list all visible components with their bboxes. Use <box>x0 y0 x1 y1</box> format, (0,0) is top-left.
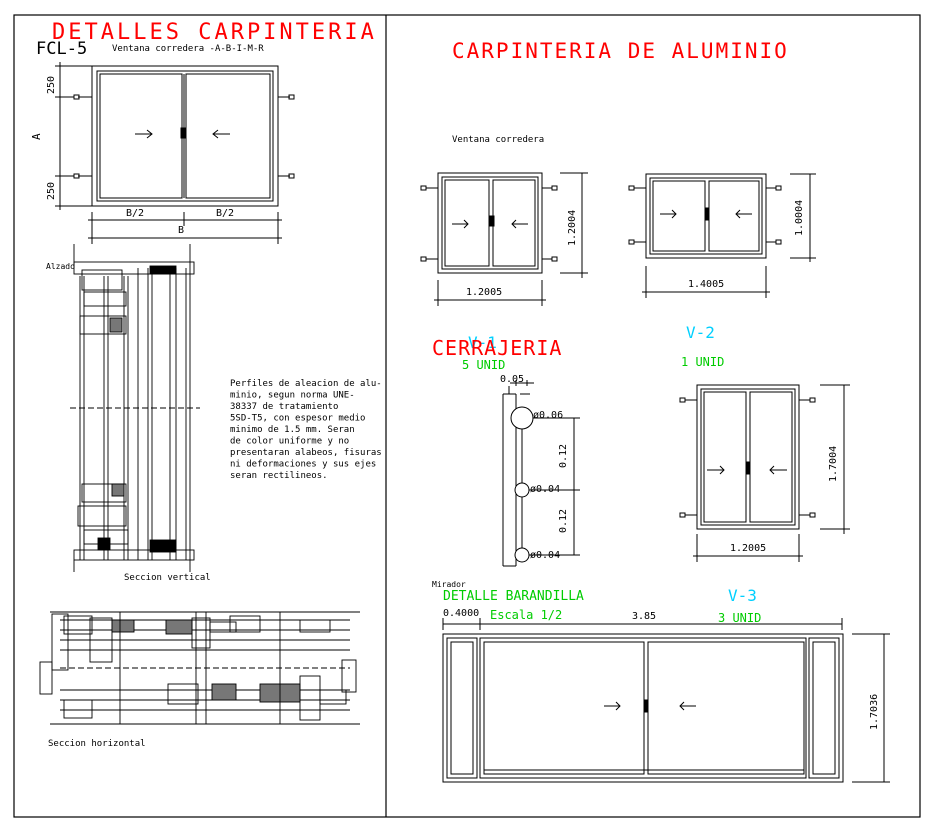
seccion-horizontal-label: Seccion horizontal <box>48 739 146 749</box>
spec-note-line: presentaran alabeos, fisuras <box>230 448 382 458</box>
win2-height: 1.0004 <box>794 200 805 236</box>
v3-units: 3 UNID <box>718 611 761 625</box>
dim-250-top: 250 <box>46 76 57 94</box>
sheet-border <box>13 14 921 818</box>
spec-note-line: minimo de 1.5 mm. Seran <box>230 425 355 435</box>
dim-b2-right: B/2 <box>216 208 234 219</box>
v2-code: V-2 <box>686 323 715 342</box>
mirador-label: Mirador <box>432 580 466 589</box>
escala-label: Escala 1/2 <box>490 608 562 622</box>
v2-height: 1.7004 <box>828 446 839 482</box>
window-subtitle: Ventana corredera -A-B-I-M-R <box>112 44 264 54</box>
window-1-drawing <box>420 172 588 306</box>
v2-units: 1 UNID <box>681 355 724 369</box>
railing-gap2: 0.12 <box>558 509 569 533</box>
railing-detail-drawing <box>502 380 580 567</box>
railing-d2: ø0.04 <box>530 484 560 495</box>
alzado-label: Alzado <box>46 262 75 271</box>
seccion-vertical-label: Seccion vertical <box>124 573 211 583</box>
ventana-corredera-label: Ventana corredera <box>452 135 544 145</box>
detalle-barandilla-label: DETALLE BARANDILLA <box>443 589 584 604</box>
spec-note-line: de color uniforme y no <box>230 437 349 447</box>
spec-note-line: seran rectilineos. <box>230 471 328 481</box>
v1-units: 5 UNID <box>462 358 505 372</box>
window-v3-drawing <box>442 618 890 783</box>
v3-height: 1.7036 <box>869 694 880 730</box>
spec-note-line: minio, segun norma UNE- <box>230 391 355 401</box>
spec-note: Perfiles de aleacion de alu-minio, segun… <box>230 379 382 481</box>
window-v2-drawing <box>679 384 850 562</box>
elevation-window <box>55 62 295 244</box>
dim-b: B <box>178 225 184 236</box>
dim-250-bottom: 250 <box>46 182 57 200</box>
railing-gap1: 0.12 <box>558 444 569 468</box>
v3-side-width: 0.4000 <box>443 608 479 619</box>
v1-code: V-1 <box>468 333 497 352</box>
win2-width: 1.4005 <box>688 279 724 290</box>
window-code: FCL-5 <box>36 39 87 59</box>
v2-width: 1.2005 <box>730 543 766 554</box>
window-2-drawing <box>628 173 816 298</box>
left-title: DETALLES CARPINTERIA <box>52 20 377 45</box>
dim-a: A <box>30 133 43 140</box>
vertical-section-drawing <box>70 244 200 572</box>
v3-code: V-3 <box>728 586 757 605</box>
win1-height: 1.2004 <box>567 210 578 246</box>
right-title: CARPINTERIA DE ALUMINIO <box>452 39 789 63</box>
spec-note-line: ni deformaciones y sus ejes <box>230 460 376 470</box>
spec-note-line: 38337 de tratamiento <box>230 402 338 412</box>
railing-d1: ø0.06 <box>533 410 563 421</box>
spec-note-line: 5SD-T5, con espesor medio <box>230 414 365 424</box>
cerrajeria-title: CERRAJERIA <box>432 336 562 360</box>
horizontal-section-drawing <box>39 611 360 725</box>
dim-b2-left: B/2 <box>126 208 144 219</box>
spec-note-line: Perfiles de aleacion de alu- <box>230 379 382 389</box>
railing-top-dim: 0.05 <box>500 374 524 385</box>
railing-d3: ø0.04 <box>530 550 560 561</box>
v3-width: 3.85 <box>632 611 656 622</box>
win1-width: 1.2005 <box>466 287 502 298</box>
